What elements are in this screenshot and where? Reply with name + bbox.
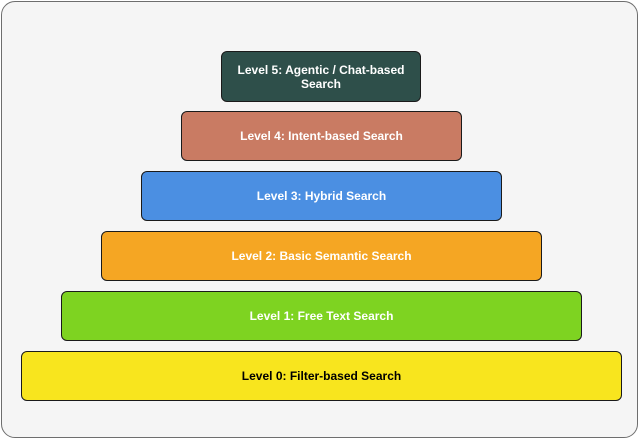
- level-1-label: Level 1: Free Text Search: [249, 309, 394, 323]
- level-2-label: Level 2: Basic Semantic Search: [231, 249, 412, 263]
- level-5-label: Level 5: Agentic / Chat-based Search: [237, 62, 405, 91]
- level-0-label: Level 0: Filter-based Search: [241, 369, 402, 383]
- level-5-box: Level 5: Agentic / Chat-based Search: [221, 51, 421, 102]
- level-3-box: Level 3: Hybrid Search: [141, 171, 502, 221]
- level-1-box: Level 1: Free Text Search: [61, 291, 582, 341]
- level-4-label: Level 4: Intent-based Search: [240, 129, 403, 143]
- level-2-box: Level 2: Basic Semantic Search: [101, 231, 542, 281]
- level-0-box: Level 0: Filter-based Search: [21, 351, 622, 401]
- level-3-label: Level 3: Hybrid Search: [256, 189, 387, 203]
- level-4-box: Level 4: Intent-based Search: [181, 111, 462, 161]
